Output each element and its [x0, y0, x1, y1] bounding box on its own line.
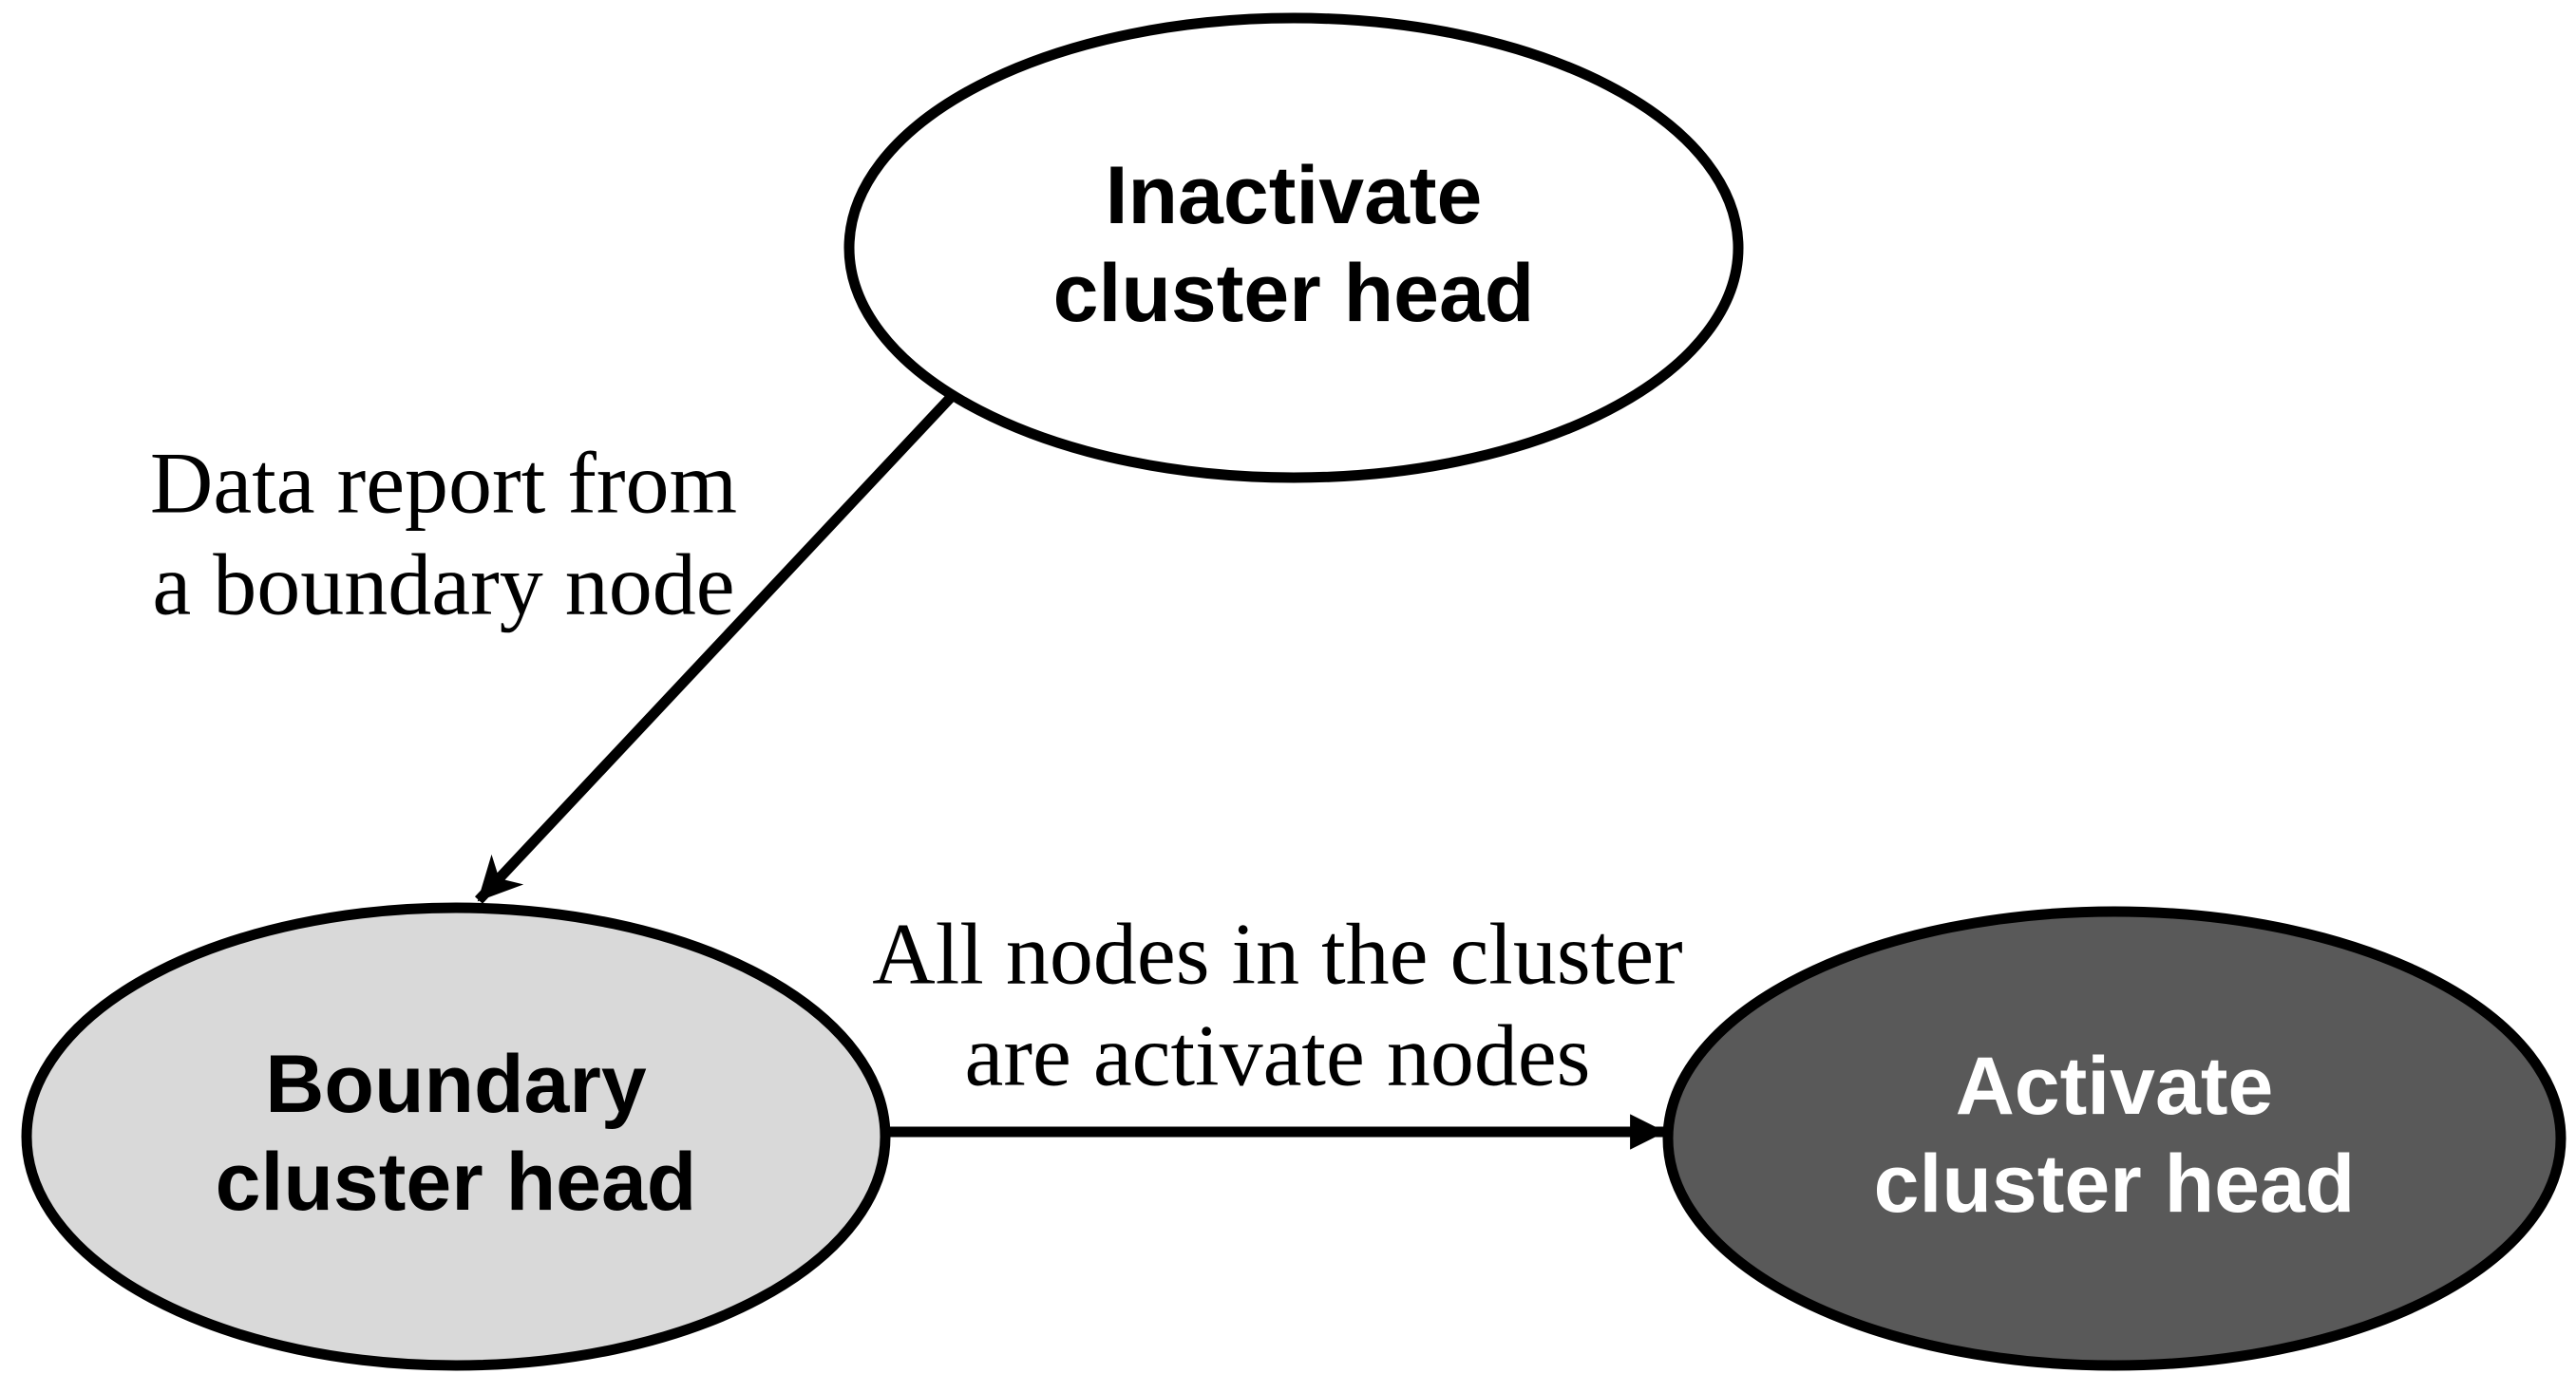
boundary-label-line2: cluster head	[215, 1137, 697, 1228]
inactivate-label-line1: Inactivate	[1105, 149, 1483, 241]
all-nodes-edge-label-line2: are activate nodes	[964, 1007, 1591, 1103]
all-nodes-edge-label: All nodes in the cluster are activate no…	[872, 903, 1682, 1105]
data-report-edge-label: Data report from a boundary node	[150, 432, 737, 634]
data-report-edge-label-line2: a boundary node	[152, 536, 735, 632]
activate-cluster-head-label: Activate cluster head	[1874, 1038, 2356, 1233]
activate-label-line2: cluster head	[1873, 1139, 2356, 1230]
activate-label-line1: Activate	[1955, 1040, 2274, 1132]
inactivate-to-boundary-arrow	[474, 387, 961, 904]
boundary-cluster-head-ellipse	[21, 902, 891, 1371]
boundary-cluster-head-label: Boundary cluster head	[216, 1036, 697, 1232]
all-nodes-edge-label-line1: All nodes in the cluster	[872, 905, 1683, 1003]
activate-cluster-head-ellipse	[1662, 906, 2567, 1371]
boundary-label-line1: Boundary	[265, 1038, 647, 1130]
inactivate-cluster-head-ellipse	[843, 12, 1744, 483]
data-report-edge-label-line1: Data report from	[149, 434, 738, 532]
inactivate-label-line2: cluster head	[1052, 248, 1535, 339]
inactivate-cluster-head-label: Inactivate cluster head	[1053, 147, 1535, 343]
